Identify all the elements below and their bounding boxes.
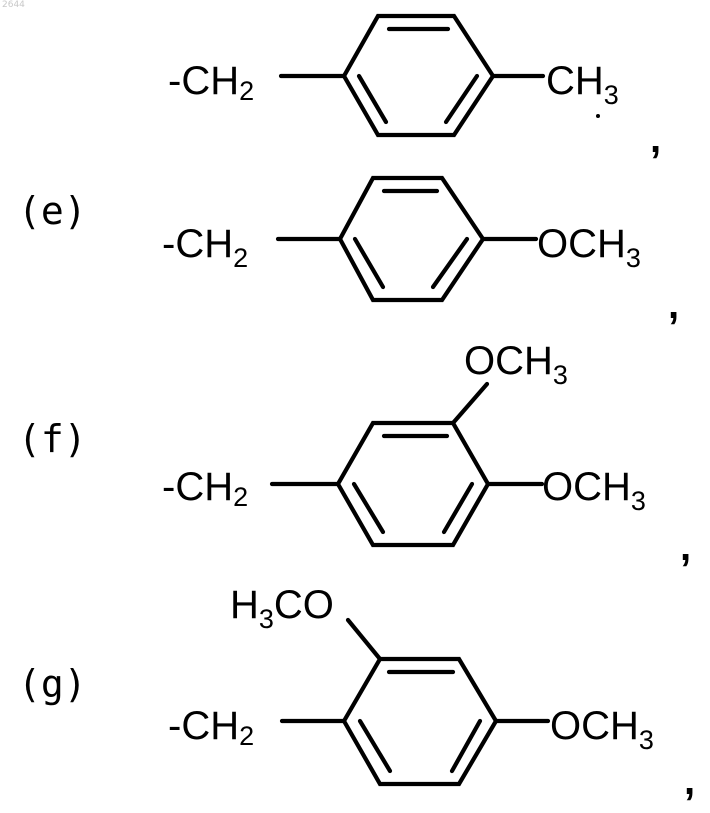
ch2-group: -CH2	[162, 222, 248, 273]
inner-double-bond	[433, 239, 467, 287]
och3-right-group: OCH3	[550, 704, 654, 755]
h3co-top-group: H3CO	[230, 583, 334, 634]
benzene-ring	[344, 659, 496, 784]
ch2-group: -CH2	[168, 59, 254, 106]
structure-methylbenzyl: -CH2 CH3 ,	[168, 16, 661, 161]
och3-right-group: OCH3	[542, 465, 646, 516]
structure-e-methoxybenzyl: (e) -CH2 OCH3 ,	[18, 178, 679, 327]
inner-double-bond	[452, 721, 480, 771]
comma: ,	[668, 283, 679, 327]
structure-label-f: (f)	[18, 417, 87, 461]
inner-double-bond	[446, 76, 477, 122]
benzene-ring	[338, 423, 488, 545]
structure-label-e: (e)	[18, 189, 87, 233]
benzene-ring	[344, 16, 493, 135]
ch2-group: -CH2	[168, 704, 254, 751]
comma: ,	[684, 759, 695, 803]
och3-group: OCH3	[537, 222, 641, 273]
stray-dot	[596, 114, 600, 118]
ch3-group: CH3	[546, 59, 619, 110]
och3-top-bond	[348, 620, 380, 659]
inner-double-bond	[359, 76, 386, 122]
och3-top-bond	[453, 384, 487, 423]
structure-f-dimethoxybenzyl: (f) OCH3 -CH2 OCH3 ,	[18, 339, 691, 569]
inner-double-bond	[354, 484, 383, 532]
och3-top-group: OCH3	[464, 339, 568, 390]
comma: ,	[680, 525, 691, 569]
ch2-group: -CH2	[162, 465, 248, 512]
comma: ,	[650, 117, 661, 161]
inner-double-bond	[444, 484, 472, 532]
inner-double-bond	[360, 721, 390, 771]
benzene-ring	[340, 178, 483, 300]
structure-g-dimethoxybenzyl: (g) H3CO -CH2 OCH3 ,	[18, 583, 695, 803]
inner-double-bond	[355, 239, 383, 287]
structure-label-g: (g)	[18, 662, 87, 706]
